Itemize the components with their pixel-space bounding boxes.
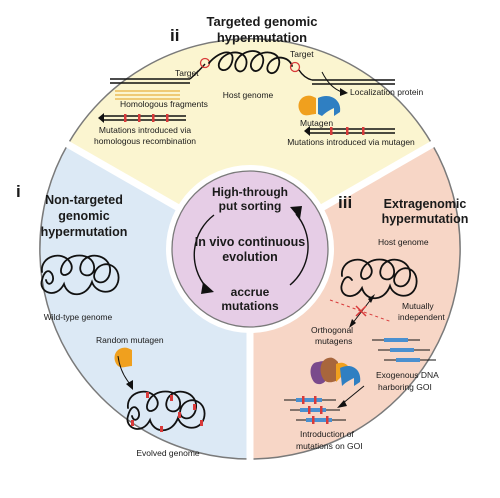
goi-mutation-3 — [308, 406, 311, 414]
mutagen-strand-arrow — [304, 126, 310, 136]
localization-pointer-head — [340, 88, 348, 96]
orthogonal-mutagen-brown — [320, 357, 338, 383]
recombination-mutation-3 — [152, 114, 155, 122]
localization-protein-label: Localization protein — [350, 87, 424, 97]
center-circle — [171, 170, 329, 328]
section-i-title-line2: genomic — [58, 209, 109, 223]
wild-type-genome-coil — [40, 254, 120, 296]
mut-recomb-label-line1: Mutations introduced via — [99, 125, 191, 135]
section-ii-title-line1: Targeted genomic — [206, 14, 317, 29]
mutually-label-line1: Mutually — [402, 301, 434, 311]
exogenous-label-line2: harboring GOI — [378, 382, 432, 392]
target-marker-right — [289, 61, 301, 73]
mutated-goi-group — [284, 396, 346, 424]
evolved-mutation-5 — [160, 426, 163, 432]
independence-dashed-line — [329, 299, 393, 323]
section-iii-title-line1: Extragenomic — [384, 197, 467, 211]
section-ii-title-line2: hypermutation — [217, 30, 307, 45]
target-label-right: Target — [290, 49, 314, 59]
mut-mutagen-label: Mutations introduced via mutagen — [287, 137, 415, 147]
section-iii-numeral: iii — [338, 193, 352, 212]
center-title-line2: evolution — [222, 250, 278, 264]
goi-segment-3 — [396, 358, 420, 362]
host-genome-label-ii: Host genome — [223, 90, 274, 100]
orthogonal-label-line2: mutagens — [315, 336, 352, 346]
mutually-label-line2: independent — [398, 312, 445, 322]
orthogonal-label-line1: Orthogonal — [311, 325, 353, 335]
evolved-mutation-6 — [131, 420, 134, 426]
evolved-mutation-2 — [170, 395, 173, 401]
target-label-left: Target — [175, 68, 199, 78]
section-iii-title-line2: hypermutation — [382, 212, 469, 226]
center-title-line1: In vivo continuous — [195, 235, 305, 249]
goi-mutation-6 — [326, 416, 329, 424]
localization-protein-shape — [318, 95, 341, 116]
center-top-line2: put sorting — [219, 199, 282, 213]
evolved-genome-coil — [126, 390, 206, 432]
mutated-goi-segment-1 — [296, 398, 322, 402]
evolved-genome-label: Evolved genome — [136, 448, 200, 458]
goi-mutation-4 — [320, 406, 323, 414]
section-i-numeral: i — [16, 182, 21, 201]
evolved-mutation-7 — [178, 412, 181, 418]
goi-segment-1 — [384, 338, 408, 342]
recombination-mutation-4 — [166, 114, 169, 122]
homologous-fragments-label: Homologous fragments — [120, 99, 208, 109]
mutated-goi-segment-2 — [300, 408, 326, 412]
exogenous-label-line1: Exogenous DNA — [376, 370, 439, 380]
goi-mutation-1 — [302, 396, 305, 404]
mutagen-mutation-3 — [362, 127, 365, 135]
independence-arrowhead-top — [368, 294, 375, 303]
random-mutagen-label: Random mutagen — [96, 335, 164, 345]
exogenous-dna-group — [372, 338, 436, 362]
recombined-strand-arrow — [98, 113, 104, 123]
mutagen-shape-orange — [298, 95, 316, 116]
cycle-arrowhead-left — [201, 282, 214, 294]
random-mutagen-arrowhead — [126, 380, 133, 390]
section-i-title-line1: Non-targeted — [45, 193, 123, 207]
recombination-mutation-1 — [124, 114, 127, 122]
center-bottom-line1: accrue — [231, 285, 270, 299]
goi-mutation-5 — [312, 416, 315, 424]
host-genome-coil-ii — [208, 50, 293, 75]
host-genome-label-iii: Host genome — [378, 237, 429, 247]
goi-mutation-2 — [314, 396, 317, 404]
evolved-mutation-3 — [193, 404, 196, 410]
recombination-mutation-2 — [138, 114, 141, 122]
goi-arrowhead — [337, 400, 347, 408]
cycle-arrow-right — [289, 213, 309, 286]
mut-recomb-label-line2: homologous recombination — [94, 136, 196, 146]
wild-type-genome-label: Wild-type genome — [44, 312, 113, 322]
mutagen-mutation-1 — [330, 127, 333, 135]
goi-arrow — [341, 385, 365, 405]
evolved-mutation-4 — [200, 420, 203, 426]
mutagen-label-ii: Mutagen — [300, 118, 333, 128]
cycle-arrowhead-right — [290, 206, 302, 219]
dna-strand-right-fall — [298, 69, 313, 81]
host-genome-coil-iii — [340, 258, 418, 300]
cycle-arrow-left — [193, 214, 215, 288]
section-ii-numeral: ii — [170, 26, 179, 45]
section-i-title-line3: hypermutation — [41, 225, 128, 239]
evolved-mutation-1 — [146, 392, 149, 398]
dna-strand-left-rise — [189, 63, 206, 80]
center-top-line1: High-through — [212, 185, 288, 199]
introduction-label-line2: mutations on GOI — [296, 441, 363, 451]
mutagen-mutation-2 — [346, 127, 349, 135]
mutated-goi-segment-3 — [306, 418, 332, 422]
center-bottom-line2: mutations — [221, 299, 279, 313]
orthogonal-mutagen-blue — [340, 365, 361, 386]
random-mutagen-arrow — [117, 355, 131, 385]
independence-arrowhead-bottom — [349, 319, 356, 328]
goi-segment-2 — [390, 348, 414, 352]
introduction-label-line1: Introduction of — [300, 429, 355, 439]
